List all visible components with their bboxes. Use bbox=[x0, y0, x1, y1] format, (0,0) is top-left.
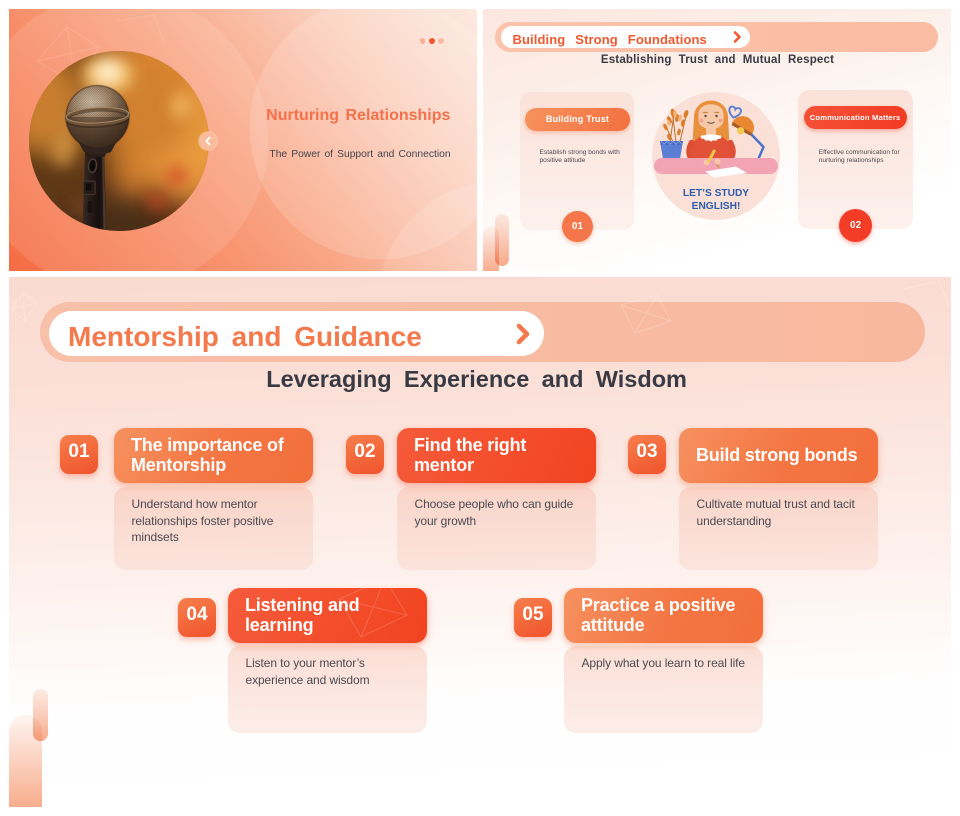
svg-text:LET’S STUDY: LET’S STUDY bbox=[682, 188, 748, 199]
svg-text:ENGLISH!: ENGLISH! bbox=[691, 201, 740, 212]
